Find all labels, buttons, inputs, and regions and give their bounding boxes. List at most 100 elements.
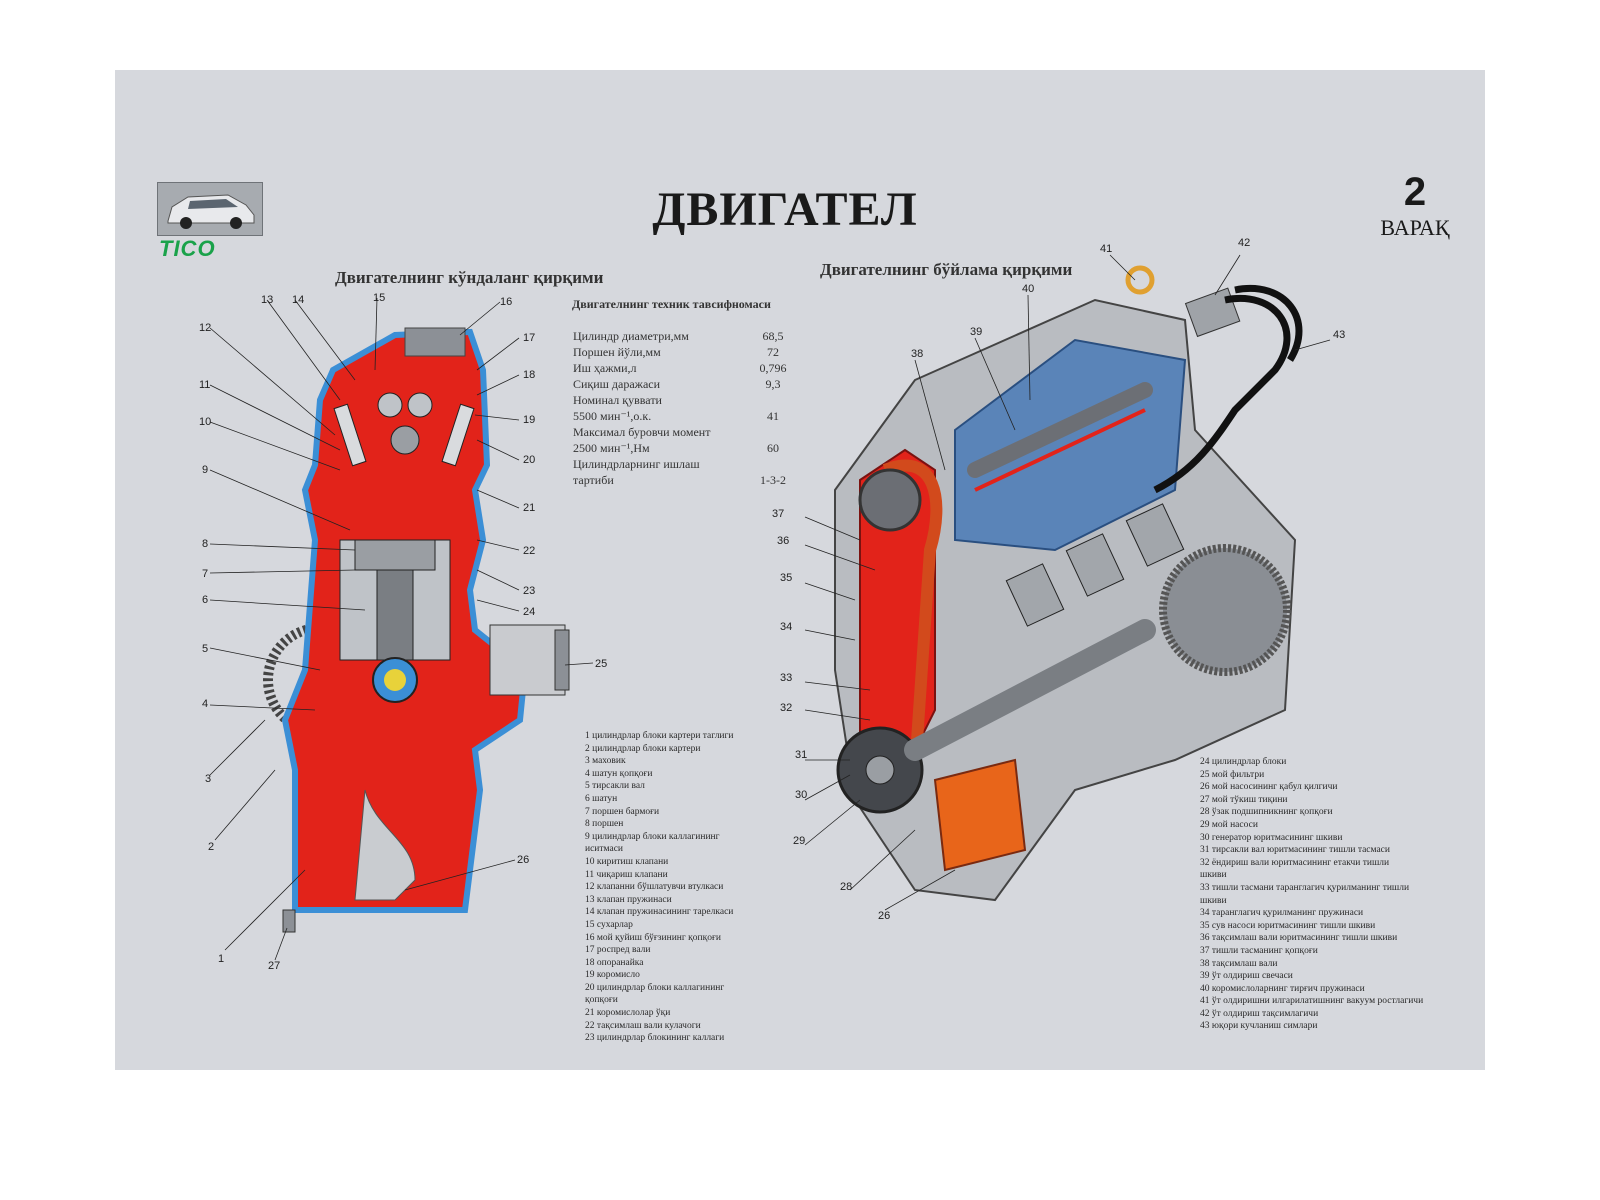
spec-value: 0,796	[759, 361, 787, 375]
legend-item: 8 поршен	[585, 819, 624, 830]
camshaft-1	[377, 392, 403, 418]
callout-label: 7	[202, 568, 208, 580]
legend-item: 23 цилиндрлар блокининг каллаги	[585, 1033, 725, 1044]
piston	[354, 539, 436, 571]
legend-item: 38 тақсимлаш вали	[1200, 958, 1278, 969]
drain-plug	[282, 909, 296, 933]
legend-item: иситмаси	[585, 844, 623, 855]
flywheel	[1159, 544, 1291, 676]
legend-item: 29 мой насоси	[1200, 819, 1258, 830]
callout-label: 14	[292, 294, 304, 306]
camshaft-2	[407, 392, 433, 418]
callout-label: 5	[202, 643, 208, 655]
spec-label: Цилиндр диаметри,мм	[573, 329, 689, 343]
legend-item: 5 тирсакли вал	[585, 781, 645, 792]
legend-item: 6 шатун	[585, 793, 618, 804]
callout-label: 37	[772, 508, 784, 520]
callout-label: 42	[1238, 237, 1250, 249]
spec-value: 1-3-2	[760, 473, 786, 487]
spec-row: Максимал буровчи момент	[573, 424, 803, 440]
oil-pickup	[354, 789, 416, 901]
poster-sheet: TICO ДВИГАТЕЛ 2 ВАРАҚ Двигателнинг кўнда…	[115, 70, 1485, 1070]
legend-item: 13 клапан пружинаси	[585, 894, 672, 905]
callout-label: 31	[795, 749, 807, 761]
callout-label: 19	[523, 414, 535, 426]
callout-label: 26	[878, 910, 890, 922]
legend-item: 11 чиқариш клапани	[585, 869, 668, 880]
callout-label: 38	[911, 348, 923, 360]
engine-diagrams: 1 2 3 4 5 6 7 8 9 10 11 12 13 14 15 16 1…	[199, 237, 1345, 972]
cross-section-subtitle: Двигателнинг кўндаланг қирқими	[335, 268, 604, 287]
spec-label: Цилиндрларнинг ишлаш	[573, 457, 700, 471]
callout-label: 1	[218, 953, 224, 965]
distributor	[1184, 287, 1241, 338]
legend-item: 40 коромислоларнинг тирғич пружинаси	[1200, 983, 1365, 994]
legend-item: 32 ёндириш вали юритмасининг етакчи тишл…	[1200, 857, 1390, 868]
legend-item: 21 коромислолар ўқи	[585, 1008, 671, 1019]
legend-item: 10 киритиш клапани	[585, 856, 669, 867]
legend-item: 31 тирсакли вал юритмасининг тишли тасма…	[1200, 845, 1390, 856]
callout-label: 4	[202, 698, 208, 710]
brand-logo: TICO	[159, 236, 216, 261]
legend-item: 1 цилиндрлар блоки картери таглиги	[585, 731, 734, 741]
legend-item: 4 шатун қопқоғи	[585, 768, 653, 779]
callout-label: 25	[595, 658, 607, 670]
callout-label: 8	[202, 538, 208, 550]
legend-item: 3 маховик	[585, 756, 626, 767]
engine-body	[834, 298, 1297, 902]
spec-value: 72	[767, 345, 779, 359]
callout-label: 24	[523, 606, 535, 618]
spec-value: 41	[767, 409, 779, 423]
legend-item: 30 генератор юритмасининг шкиви	[1200, 832, 1343, 843]
cross-number-labels: 1 2 3 4 5 6 7 8 9 10 11 12 13 14 15 16 1…	[199, 292, 607, 972]
ht-wires	[1153, 295, 1291, 494]
callout-label: 43	[1333, 329, 1345, 341]
legend-item: 33 тишли тасмани таранглагич қурилманинг…	[1200, 882, 1410, 893]
callout-label: 11	[199, 379, 210, 391]
crank-pin	[384, 669, 406, 691]
camshaft-red-marks	[974, 408, 1146, 492]
legend-item: 9 цилиндрлар блоки каллагининг	[585, 831, 720, 842]
car-icon	[158, 183, 262, 235]
callout-label: 39	[970, 326, 982, 338]
callout-label: 9	[202, 464, 208, 476]
callout-label: 30	[795, 789, 807, 801]
longitudinal-section-drawing	[834, 265, 1303, 902]
callout-label: 36	[777, 535, 789, 547]
legend-item: шкиви	[1200, 870, 1227, 881]
cross-section-drawing	[263, 327, 570, 933]
callout-label: 10	[199, 416, 211, 428]
cam-pulley	[858, 468, 922, 532]
spec-label: Номинал қуввати	[573, 393, 662, 407]
spec-row: 5500 мин⁻¹,о.к. 41	[573, 408, 803, 424]
connecting-rod	[376, 569, 414, 661]
legend-item: 28 ўзак подшипникнинг қопқоғи	[1200, 807, 1333, 818]
callout-label: 33	[780, 672, 792, 684]
legend-item: 37 тишли тасманинг қопқоғи	[1200, 945, 1318, 956]
callout-label: 3	[205, 773, 211, 785]
callout-label: 41	[1100, 243, 1112, 255]
callout-label: 34	[780, 621, 792, 633]
piston-c	[1125, 503, 1185, 567]
legend-item: 19 коромисло	[585, 970, 640, 981]
spec-title: Двигателнинг техник тавсифномаси	[572, 297, 771, 311]
legend-item: 24 цилиндрлар блоки	[1200, 757, 1287, 767]
callout-label: 27	[268, 960, 280, 972]
spec-label: 5500 мин⁻¹,о.к.	[573, 409, 652, 423]
legend-item: шкиви	[1200, 895, 1227, 906]
callout-label: 12	[199, 322, 211, 334]
intake-valve-spring	[333, 403, 367, 467]
legend-item: 16 мой қуйиш бўғзининг қопқоғи	[585, 932, 721, 943]
callout-label: 23	[523, 585, 535, 597]
legend-item: 15 сухарлар	[585, 919, 633, 930]
callout-label: 15	[373, 292, 385, 304]
legend-item: 25 мой фильтри	[1200, 769, 1265, 780]
sheet-number: 2	[1403, 170, 1427, 214]
legend-item: 27 мой тўкиш тиқини	[1200, 794, 1288, 805]
vacuum-regulator	[1125, 265, 1155, 295]
